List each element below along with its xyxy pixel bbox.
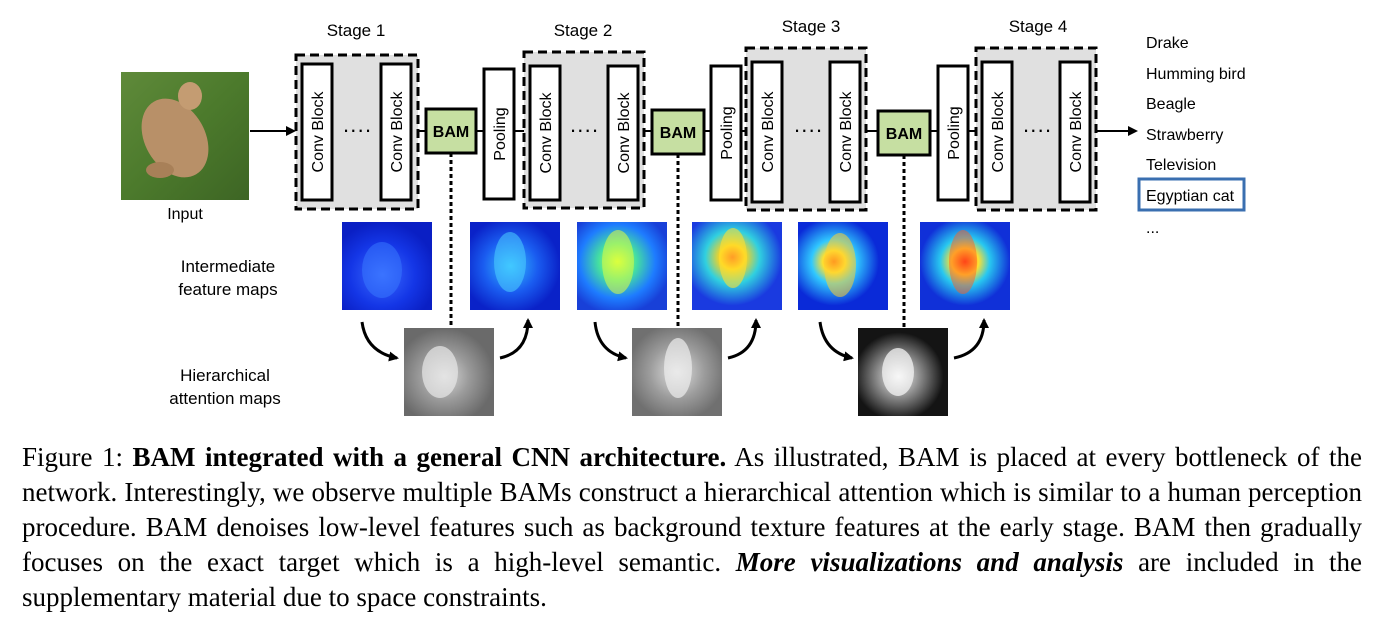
stage-label: Stage 2 [554,21,613,40]
svg-text:Pooling: Pooling [492,107,509,160]
bam-module: BAM [650,108,706,156]
svg-text:Conv Block: Conv Block [538,92,555,174]
svg-text:BAM: BAM [660,125,696,142]
conv-block: Conv Block [300,62,334,202]
figure-caption: Figure 1: BAM integrated with a general … [22,440,1362,615]
caption-prefix: Figure 1: [22,442,133,472]
output-class-list: Drake Humming bird Beagle Strawberry Tel… [1137,35,1246,237]
bam-module: BAM [424,107,478,155]
svg-text:Pooling: Pooling [946,106,963,159]
curved-arrow [727,318,761,360]
feature-map [342,222,432,310]
conv-block: Conv Block [379,62,413,202]
output-class: Television [1146,157,1216,174]
feature-map [798,222,888,310]
output-class: Strawberry [1146,127,1223,144]
curved-arrow [360,321,399,362]
output-class: ... [1146,220,1159,237]
feature-maps-label: Intermediate [181,257,276,276]
output-class-predicted: Egyptian cat [1146,188,1235,205]
caption-title: BAM integrated with a general CNN archit… [132,442,727,472]
svg-text:BAM: BAM [886,126,922,143]
svg-text:BAM: BAM [433,124,469,141]
feature-map [692,222,782,310]
ellipsis: ···· [569,117,598,142]
svg-text:Conv Block: Conv Block [760,91,777,173]
ellipsis: ···· [342,117,371,142]
curved-arrow [953,318,989,360]
feature-maps-label: feature maps [178,280,277,299]
pooling-block: Pooling [936,64,970,202]
caption-emphasis: More visualizations and analysis [735,547,1124,577]
output-class: Beagle [1146,96,1196,113]
conv-block: Conv Block [606,64,640,202]
feature-map [470,222,560,310]
svg-text:Conv Block: Conv Block [838,91,855,173]
attention-map [404,328,494,416]
feature-map [920,222,1010,310]
pooling-block: Pooling [709,64,743,202]
feature-map [577,222,667,310]
attention-maps-label: Hierarchical [180,366,270,385]
conv-block: Conv Block [750,60,784,204]
conv-block: Conv Block [1058,60,1092,204]
ellipsis: ···· [1022,117,1051,142]
conv-block: Conv Block [828,60,862,204]
curved-arrow [818,321,854,362]
conv-block: Conv Block [528,64,562,202]
attention-map [632,328,722,416]
stage-label: Stage 4 [1009,17,1068,36]
caption-suffix: are included in the supplementary materi… [22,547,1363,612]
svg-text:Conv Block: Conv Block [990,91,1007,173]
prediction-highlight-box [1137,177,1246,212]
output-class: Humming bird [1146,66,1246,83]
attention-map [858,328,948,416]
output-class: Drake [1146,35,1189,52]
curved-arrow [499,318,533,360]
stage-label: Stage 3 [782,17,841,36]
ellipsis: ···· [793,117,822,142]
caption-body: As illustrated, BAM is placed at every b… [22,442,1362,577]
stage-label: Stage 1 [327,21,386,40]
svg-text:Conv Block: Conv Block [389,91,406,173]
attention-maps-label: attention maps [169,389,281,408]
bam-architecture-diagram: Stage 1 Stage 2 Stage 3 Stage 4 Input Co… [121,17,1246,416]
pooling-block: Pooling [482,67,516,201]
curved-arrow [593,321,628,362]
svg-text:Conv Block: Conv Block [310,91,327,173]
conv-block: Conv Block [980,60,1014,204]
input-label: Input [167,206,203,223]
bam-module: BAM [876,109,932,157]
svg-text:Conv Block: Conv Block [1068,91,1085,173]
svg-text:Conv Block: Conv Block [616,92,633,174]
input-image [121,72,249,200]
svg-text:Pooling: Pooling [719,106,736,159]
